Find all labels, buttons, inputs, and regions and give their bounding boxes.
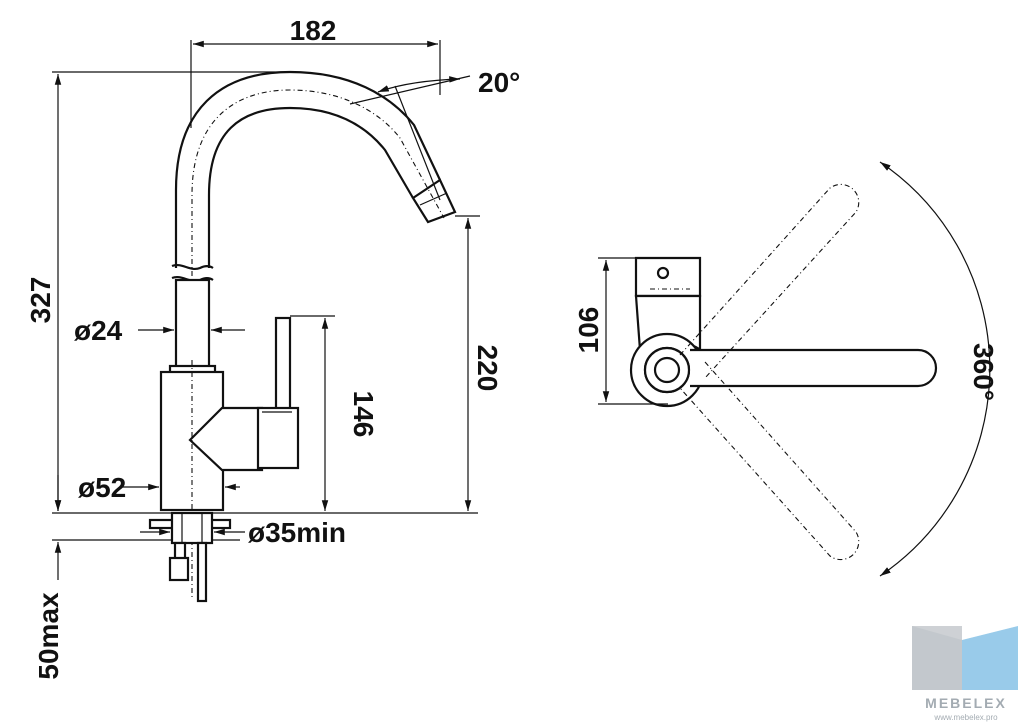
- dim-label-width-top: 182: [290, 15, 337, 46]
- dim-label-counter-thickness: 50max: [33, 592, 64, 680]
- plan-spout-rotated-up: [679, 183, 860, 379]
- plan-body-core-top: [653, 356, 681, 384]
- plan-spout-current: [690, 348, 938, 388]
- dim-label-rotation: 360°: [968, 343, 999, 401]
- plan-lever-pivot: [656, 266, 670, 280]
- plan-view: 106 360°: [573, 161, 999, 577]
- spout-inner-curve: [207, 106, 414, 268]
- supply-hose-right: [196, 541, 208, 603]
- dim-label-lever-height: 146: [348, 391, 379, 438]
- pipe-lower: [174, 278, 211, 370]
- logo-brand-text: MEBELEX: [925, 695, 1007, 711]
- angle-arc: [377, 76, 461, 93]
- dim-label-base-diameter: ø52: [78, 472, 126, 503]
- rotation-arc: [879, 161, 991, 577]
- spout-centerline: [191, 89, 445, 360]
- dim-label-spout-height: 220: [472, 345, 503, 392]
- pipe-break-upper: [171, 264, 214, 270]
- logo-block-shade: [912, 626, 962, 690]
- dim-label-height-total: 327: [25, 277, 56, 324]
- mebelex-watermark: MEBELEX www.mebelex.pro: [912, 626, 1018, 722]
- plan-spout-rotated-down: [679, 361, 860, 561]
- angle-line: [349, 75, 471, 105]
- dim-label-plan-width: 106: [573, 307, 604, 354]
- plan-body-inner-top: [643, 346, 691, 394]
- spout-outer-curve: [174, 70, 441, 268]
- lever-handle: [274, 316, 292, 412]
- dim-label-angle: 20°: [478, 67, 520, 98]
- mounting-shank: [170, 511, 214, 545]
- hose-nut: [168, 556, 190, 582]
- angle-ref-line: [394, 85, 441, 201]
- plan-lever-block: [634, 256, 702, 298]
- dim-label-hole-diameter: ø35min: [248, 517, 346, 548]
- logo-url-text: www.mebelex.pro: [933, 713, 998, 722]
- side-elevation-view: 182 20° 327 ø24 146 220 ø52 ø35min: [25, 15, 520, 680]
- lever-base: [256, 406, 300, 470]
- logo-block-blue: [962, 626, 1018, 690]
- spout-head: [411, 178, 457, 224]
- spout-head-ring: [419, 192, 448, 206]
- dim-label-pipe-diameter: ø24: [74, 315, 123, 346]
